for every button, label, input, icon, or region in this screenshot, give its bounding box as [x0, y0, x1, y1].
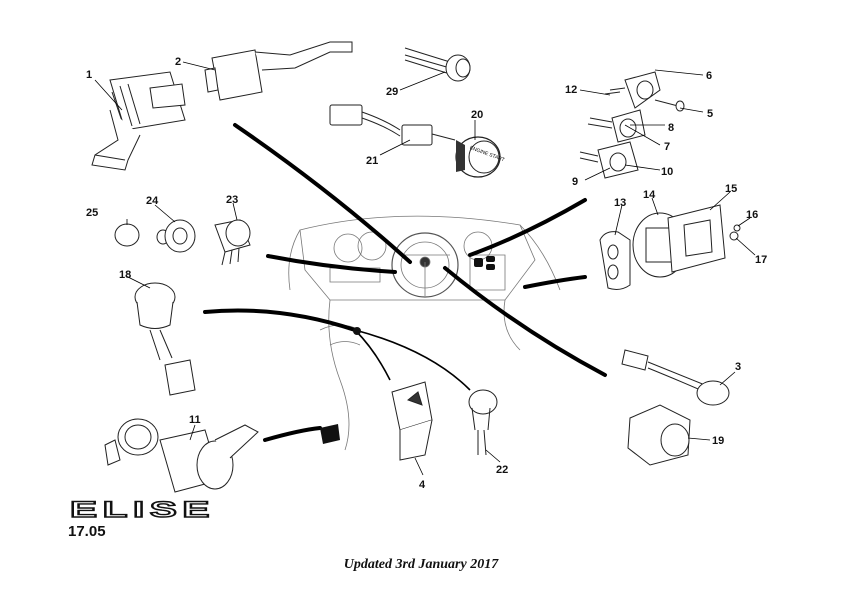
part-label-2: 2	[175, 56, 181, 68]
part-label-5: 5	[707, 108, 713, 120]
part-label-25: 25	[86, 207, 98, 219]
part-label-29: 29	[386, 86, 398, 98]
part-label-3: 3	[735, 361, 741, 373]
part-21-harness	[329, 104, 456, 146]
parts-13-17-switch-bezel	[599, 204, 741, 290]
parts-23-25-components	[114, 219, 251, 266]
part-3-harness	[621, 349, 730, 406]
part-11-socket	[104, 418, 259, 493]
brand-logo: ELISE	[69, 496, 220, 526]
elise-logo: ELISE	[69, 496, 215, 522]
grommet-plug	[320, 424, 340, 444]
part-label-12: 12	[565, 84, 577, 96]
part-label-20: 20	[471, 109, 483, 121]
section-number: 17.05	[68, 523, 106, 540]
part-label-6: 6	[706, 70, 712, 82]
part-22-switch	[468, 389, 498, 456]
part-4-hazard-switch	[391, 381, 433, 461]
part-19-ignition-switch	[627, 404, 691, 466]
part-2-stalk-switch	[204, 41, 353, 101]
part-1-stalk-switch	[91, 71, 186, 171]
part-label-7: 7	[664, 141, 670, 153]
part-label-4: 4	[419, 479, 426, 491]
part-18-switch	[134, 282, 196, 396]
part-label-8: 8	[668, 122, 674, 134]
part-label-23: 23	[226, 194, 238, 206]
part-label-19: 19	[712, 435, 724, 447]
part-label-10: 10	[661, 166, 673, 178]
part-label-14: 14	[643, 189, 656, 201]
part-label-11: 11	[189, 414, 201, 426]
svg-text:ELISE: ELISE	[70, 497, 215, 521]
updated-date: Updated 3rd January 2017	[343, 557, 499, 572]
part-label-17: 17	[755, 254, 767, 266]
connector-lines	[203, 123, 607, 442]
part-label-22: 22	[496, 464, 508, 476]
part-label-9: 9	[572, 176, 578, 188]
connector-lines-thin	[354, 329, 471, 391]
part-labels: 1 2 3 4 5 6 7 8 9 10 11 12 13 14 15 16 1…	[86, 56, 767, 491]
part-20-engine-start-button	[455, 136, 501, 178]
part-label-1: 1	[86, 69, 92, 81]
leader-lines	[94, 61, 756, 476]
part-label-24: 24	[146, 195, 159, 207]
part-label-15: 15	[725, 183, 737, 195]
part-label-16: 16	[746, 209, 758, 221]
part-label-21: 21	[366, 155, 378, 167]
part-label-13: 13	[614, 197, 626, 209]
part-29-connector	[404, 47, 471, 82]
part-label-18: 18	[119, 269, 131, 281]
dashboard-switch-blocks	[353, 256, 495, 335]
